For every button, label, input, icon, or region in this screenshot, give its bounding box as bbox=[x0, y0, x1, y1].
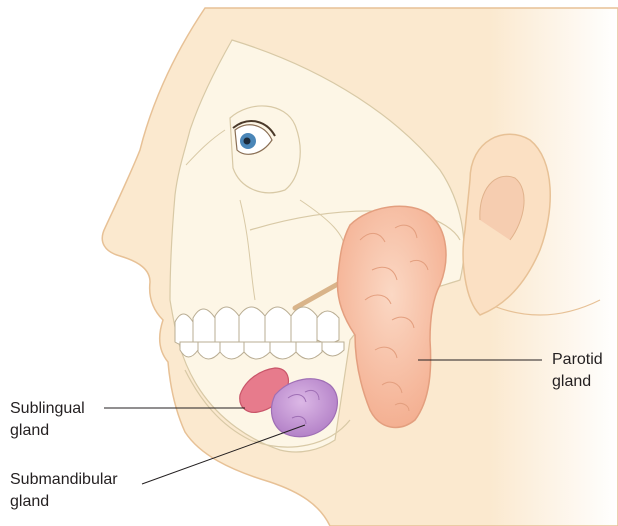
sublingual-label-line1: Sublingual bbox=[10, 400, 85, 417]
sublingual-gland-label: Sublingual gland bbox=[10, 398, 85, 442]
orbit-outline bbox=[229, 105, 301, 194]
sublingual-label-line2: gland bbox=[10, 422, 50, 439]
submandibular-label-line1: Submandibular bbox=[10, 471, 118, 488]
parotid-label-line1: Parotid bbox=[552, 351, 603, 368]
parotid-duct bbox=[292, 277, 348, 311]
submandibular-label-line2: gland bbox=[10, 493, 50, 510]
submandibular-gland-label: Submandibular gland bbox=[10, 469, 118, 513]
submandibular-gland-shape bbox=[270, 378, 338, 438]
ear-inner bbox=[479, 175, 525, 241]
parotid-gland-label: Parotid gland bbox=[552, 349, 603, 393]
parotid-label-line2: gland bbox=[552, 373, 592, 390]
parotid-gland-shape bbox=[336, 205, 447, 429]
mandible bbox=[184, 369, 351, 448]
submandibular-leader-line bbox=[141, 424, 306, 485]
submandibular-gland-detail bbox=[287, 389, 320, 425]
teeth bbox=[174, 306, 345, 360]
eye bbox=[232, 120, 276, 155]
